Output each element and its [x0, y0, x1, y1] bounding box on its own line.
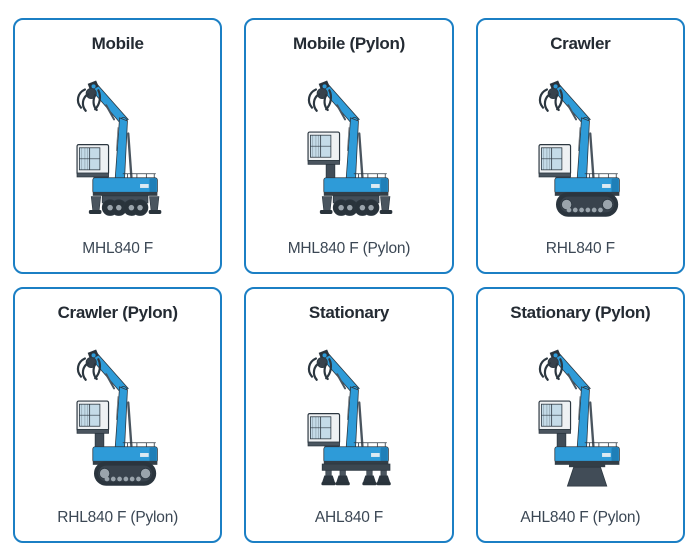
category-card-crawler-pylon[interactable]: Crawler (Pylon) [13, 287, 223, 543]
card-model-label: AHL840 F [314, 509, 384, 526]
card-title: Stationary [308, 303, 390, 322]
card-title: Mobile (Pylon) [293, 34, 405, 53]
card-title: Crawler (Pylon) [57, 303, 179, 322]
category-card-stationary[interactable]: Stationary [244, 287, 454, 543]
machine-illustration-stationary-icon [252, 323, 445, 509]
card-model-label: RHL840 F [545, 240, 615, 257]
category-card-crawler[interactable]: Crawler [475, 18, 685, 274]
card-title: Mobile [91, 34, 144, 53]
card-model-label: RHL840 F (Pylon) [57, 509, 179, 526]
card-model-label: MHL840 F [82, 240, 154, 257]
card-model-label: MHL840 F (Pylon) [287, 240, 411, 257]
category-card-stationary-pylon[interactable]: Stationary (Pylon) [475, 287, 685, 543]
machine-illustration-crawler-icon [484, 54, 677, 240]
machine-illustration-mobile-icon [21, 54, 214, 240]
machine-illustration-mobile-pylon-icon [252, 54, 445, 240]
machine-illustration-stationary-pylon-icon [484, 323, 677, 509]
card-title: Crawler [550, 34, 611, 53]
category-card-mobile[interactable]: Mobile [13, 18, 223, 274]
category-card-mobile-pylon[interactable]: Mobile (Pylon) [244, 18, 454, 274]
machine-illustration-crawler-pylon-icon [21, 323, 214, 509]
card-model-label: AHL840 F (Pylon) [520, 509, 641, 526]
card-title: Stationary (Pylon) [510, 303, 651, 322]
